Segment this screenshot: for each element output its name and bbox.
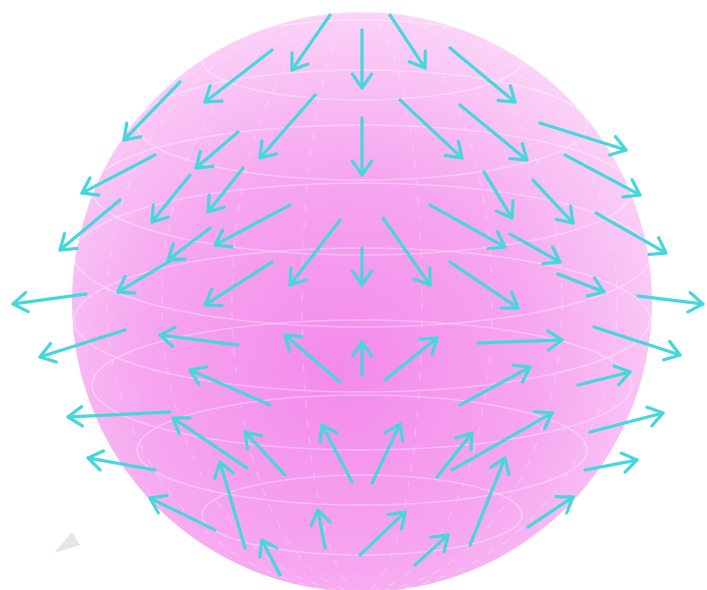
arrow-head (152, 205, 153, 222)
arrow-head (420, 338, 437, 339)
arrow-head (68, 417, 82, 426)
shadow-mark (54, 532, 80, 553)
arrow-head (512, 201, 513, 218)
arrow-head (13, 304, 28, 312)
arrow-head (88, 451, 103, 458)
arrow-head (215, 245, 232, 247)
arrow-head (290, 268, 291, 285)
arrow-head (621, 453, 637, 460)
arrow-head (260, 141, 262, 158)
arrow-head (205, 305, 222, 306)
arrow-head (471, 433, 472, 450)
arrow-head (118, 292, 135, 293)
arrow-head (535, 412, 552, 413)
arrow-head (513, 365, 530, 367)
arrow-head (610, 150, 626, 155)
arrow-head (60, 248, 77, 250)
arrow-head (205, 101, 222, 102)
arrow-head (488, 247, 505, 249)
arrow-head (82, 193, 99, 195)
arrow-head (260, 540, 262, 557)
arrow-head (320, 425, 322, 442)
arrow-head (285, 335, 302, 337)
arrow-head (647, 407, 663, 413)
arrow-head (543, 262, 560, 264)
arrow-head (431, 535, 448, 537)
arrow-head (208, 195, 209, 212)
arrow-head (510, 159, 527, 160)
arrow-head (40, 357, 56, 362)
arrow-head (664, 355, 680, 360)
arrow-head (196, 166, 213, 168)
arrow-head (498, 100, 515, 102)
arrow-head (649, 253, 666, 254)
arrow-head (688, 304, 703, 312)
arrow-head (623, 195, 640, 197)
